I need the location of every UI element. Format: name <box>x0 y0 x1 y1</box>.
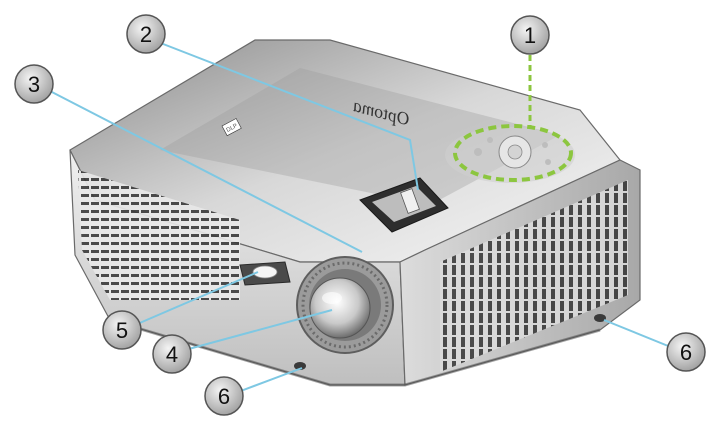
leader-line-3 <box>47 89 363 253</box>
leader-line-6a <box>237 367 303 393</box>
control-panel-highlight <box>453 124 573 182</box>
tilt-foot-front <box>294 362 306 370</box>
zoom-lever[interactable] <box>359 177 449 233</box>
leader-line-2 <box>157 41 419 191</box>
callout-6-right: 6 <box>666 332 706 372</box>
svg-text:1: 1 <box>524 23 536 48</box>
leader-lines <box>47 41 679 393</box>
callout-4: 4 <box>152 334 192 374</box>
leader-line-5 <box>134 271 259 326</box>
side-vent <box>440 180 628 372</box>
svg-text:6: 6 <box>218 384 230 409</box>
svg-text:6: 6 <box>680 340 692 365</box>
svg-text:2: 2 <box>140 22 152 47</box>
front-vent <box>78 170 240 300</box>
lens-assembly <box>296 256 394 354</box>
callout-5: 5 <box>102 310 142 350</box>
svg-text:3: 3 <box>28 72 40 97</box>
leader-line-4 <box>184 309 333 351</box>
callout-3: 3 <box>14 64 54 104</box>
ir-receiver <box>239 261 291 286</box>
control-panel[interactable] <box>445 124 575 183</box>
dlp-badge: DLP <box>221 118 242 137</box>
svg-text:DLP: DLP <box>226 123 239 134</box>
leader-line-6b <box>603 319 679 351</box>
svg-text:5: 5 <box>116 318 128 343</box>
tilt-foot-right <box>594 314 606 322</box>
callout-1: 1 <box>510 15 550 55</box>
callout-6-front: 6 <box>204 376 244 416</box>
lens <box>309 277 371 339</box>
svg-text:4: 4 <box>166 342 178 367</box>
callout-2: 2 <box>126 14 166 54</box>
